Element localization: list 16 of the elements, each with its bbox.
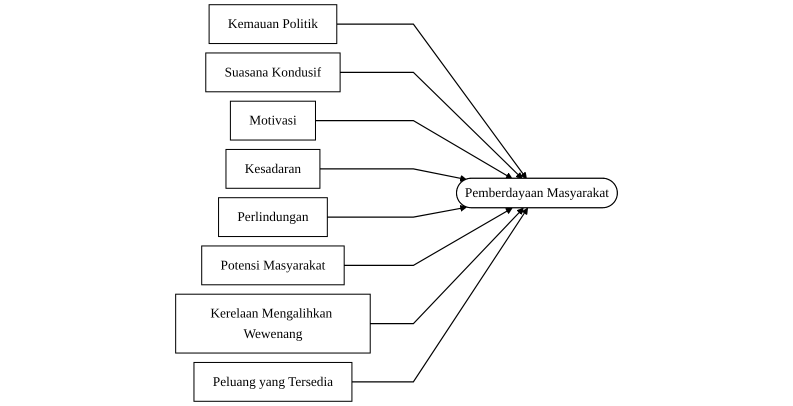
arrow (344, 208, 513, 266)
arrow (352, 208, 528, 382)
arrow (340, 72, 523, 179)
node-box: Perlindungan (218, 197, 328, 238)
node-box: Kemauan Politik (208, 4, 338, 44)
arrow (320, 168, 467, 182)
node-box: Potensi Masyarakat (201, 245, 345, 286)
arrow (327, 204, 467, 218)
node-box: Peluang yang Tersedia (193, 362, 352, 402)
arrow (370, 208, 524, 324)
node-box: Kerelaan Mengalihkan Wewenang (175, 294, 371, 354)
node-box: Motivasi (230, 100, 316, 141)
node-box: Kesadaran (225, 148, 320, 189)
arrow (315, 120, 513, 179)
arrow (336, 24, 527, 179)
node-box: Suasana Kondusif (205, 52, 341, 92)
